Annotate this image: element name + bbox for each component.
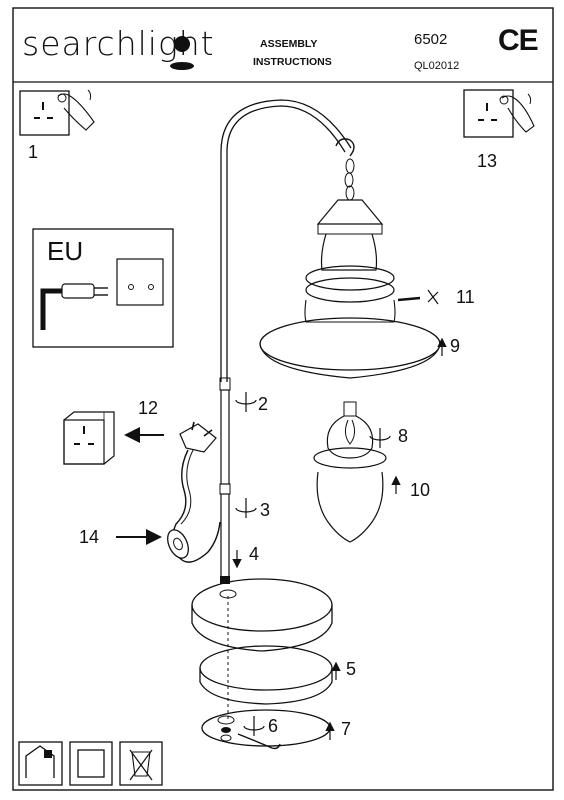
lamp-base-bottom	[201, 709, 331, 750]
step-number: 4	[249, 544, 260, 564]
glass-shade	[313, 447, 387, 543]
step-number: 10	[410, 480, 431, 500]
document-code: QL02012	[414, 60, 460, 72]
uk-socket-icon	[63, 411, 115, 465]
step-number: 3	[260, 500, 271, 520]
step-number: 6	[268, 716, 279, 736]
step-number: 5	[346, 659, 357, 679]
lamp-pole	[219, 99, 352, 584]
ce-mark: CE	[498, 24, 539, 57]
eu-label: EU	[47, 236, 84, 266]
step-number: 13	[477, 151, 498, 171]
brand-logo: searchlight	[22, 24, 215, 63]
socket-switch-hand-icon	[19, 89, 95, 136]
up-arrow-icon	[325, 337, 447, 740]
header-title-line2: INSTRUCTIONS	[253, 56, 332, 68]
eu-plug-socket-icon	[32, 228, 174, 348]
inline-switch-icon	[167, 529, 189, 559]
double-insulated-class-ii-icon	[69, 741, 113, 786]
indoor-use-icon	[18, 741, 63, 786]
model-number: 6502	[414, 31, 448, 48]
socket-switch-hand-icon	[463, 89, 535, 138]
step-number: 1	[28, 142, 39, 162]
step-number: 11	[456, 287, 475, 307]
weee-crossed-bin-icon	[119, 741, 163, 786]
rotate-arrow-icon	[235, 392, 391, 736]
page-frame	[12, 7, 554, 791]
screw-icon	[397, 289, 439, 305]
step-number: 8	[398, 426, 409, 446]
step-number: 14	[79, 527, 100, 547]
step-number: 2	[258, 394, 269, 414]
power-cable	[180, 449, 194, 525]
header-title-line1: ASSEMBLY	[260, 38, 318, 50]
lamp-base-weight	[199, 645, 333, 705]
lamp-base-top	[191, 578, 333, 652]
step-number: 9	[450, 336, 461, 356]
step-number: 7	[341, 719, 352, 739]
hanging-chain-icon	[335, 138, 355, 201]
lantern-head	[259, 199, 441, 379]
uk-plug-icon	[179, 421, 217, 453]
bulb-icon	[326, 401, 374, 459]
logo-bulb-icon	[170, 36, 194, 70]
step-number: 12	[138, 398, 159, 418]
